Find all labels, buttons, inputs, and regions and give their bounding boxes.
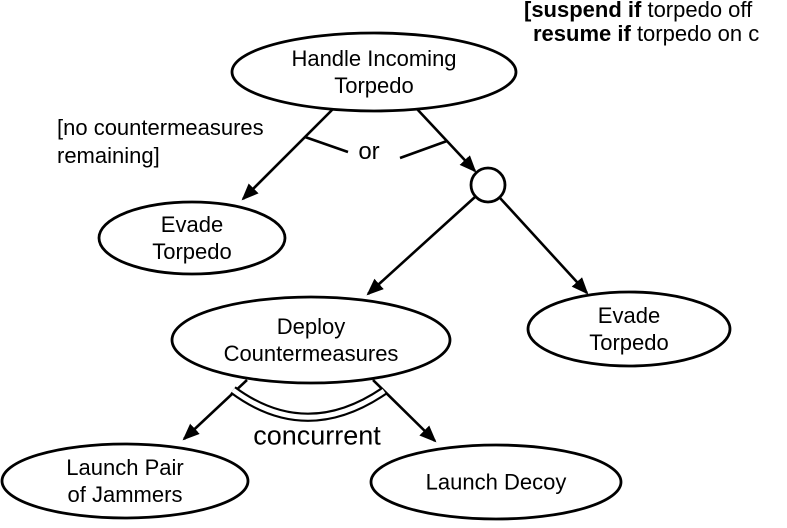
node-handle-incoming-torpedo (230, 31, 518, 113)
node-launch-decoy (369, 443, 623, 521)
suspend-if-keyword: [suspend if (524, 0, 642, 22)
node-jammers-line2: of Jammers (67, 482, 183, 507)
node-evade-left-line1: Evade (160, 212, 224, 237)
node-deploy-countermeasures (170, 295, 452, 385)
node-label-deploy-countermeasures: Deploy Countermeasures (224, 313, 399, 367)
node-launch-pair-of-jammers (0, 442, 250, 520)
node-evade-left-line2: Torpedo (152, 239, 232, 264)
suspend-annotation-line2: resume if torpedo on c (533, 22, 759, 46)
or-tick-right (399, 139, 448, 160)
node-label-handle-incoming-torpedo: Handle Incoming Torpedo (291, 45, 456, 99)
node-decoy-line1: Launch Decoy (425, 469, 567, 495)
suspend-condition-text: torpedo off (641, 0, 753, 22)
node-evade-torpedo-left (97, 200, 287, 276)
node-jammers-line1: Launch Pair (66, 455, 184, 480)
node-label-evade-torpedo-left: Evade Torpedo (152, 211, 232, 265)
node-label-evade-torpedo-right: Evade Torpedo (589, 302, 669, 356)
suspend-annotation-line1: [suspend if torpedo off (524, 0, 759, 22)
or-junction-circle (469, 166, 507, 204)
guard-label-line1: [no countermeasures (57, 115, 264, 140)
edge-root-to-evade-left (241, 108, 334, 201)
node-root-line1: Handle Incoming (291, 46, 457, 71)
resume-condition-text: torpedo on c (630, 21, 760, 46)
node-evade-torpedo-right (526, 290, 732, 368)
node-deploy-line1: Deploy (276, 314, 346, 339)
node-evade-right-line1: Evade (597, 303, 661, 328)
node-deploy-line2: Countermeasures (223, 341, 399, 366)
or-tick-left (304, 135, 349, 154)
guard-label-line2: remaining] (57, 143, 160, 168)
edge-junction-to-deploy (366, 196, 476, 296)
node-label-launch-decoy: Launch Decoy (426, 469, 567, 496)
or-label: or (358, 138, 380, 165)
edge-junction-to-evade-right (499, 197, 589, 295)
concurrent-label: concurrent (253, 420, 381, 451)
suspend-resume-annotation: [suspend if torpedo off resume if torped… (524, 0, 759, 46)
node-root-line2: Torpedo (334, 73, 414, 98)
concurrent-band-fill (231, 388, 386, 420)
node-label-launch-pair-of-jammers: Launch Pair of Jammers (66, 454, 183, 508)
node-evade-right-line2: Torpedo (589, 330, 669, 355)
guard-label: [no countermeasures remaining] (57, 114, 264, 170)
resume-if-keyword: resume if (533, 21, 631, 46)
